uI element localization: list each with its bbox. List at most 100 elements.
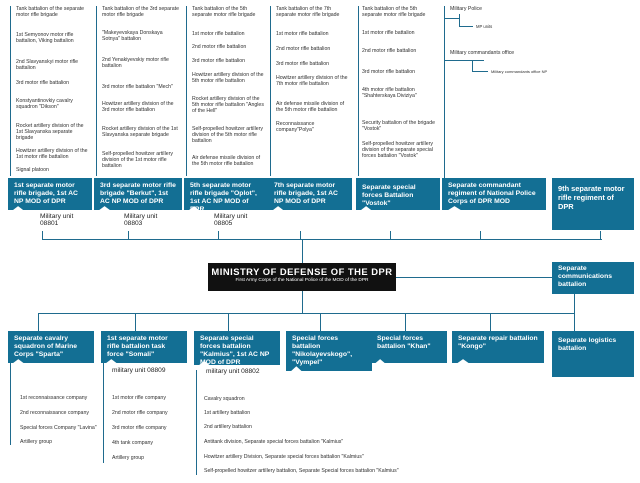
unit-number: Military unit 08805	[214, 213, 248, 227]
ministry-title: MINISTRY OF DEFENSE OF THE DPR	[211, 266, 393, 277]
vympel-box[interactable]: Special forces battalion "Nikolayevskogo…	[286, 331, 372, 371]
somali-item: 1st motor rifle company	[112, 395, 166, 401]
bot-stub-4	[320, 313, 321, 331]
col4-item: Reconnaissance company"Polya"	[276, 121, 315, 133]
commandant-title: Military commandants office	[450, 50, 515, 56]
top-stub-7	[600, 231, 601, 239]
kalmius-item: 1st artillery battalion	[204, 410, 251, 416]
rail-3	[186, 6, 187, 176]
bot-stub-7	[574, 313, 575, 331]
unit-number: Military unit 08801	[40, 213, 74, 227]
unit-number: military unit 08802	[206, 368, 260, 375]
cmd-branch	[444, 60, 484, 61]
col5-item: 2nd motor rifle battalion	[362, 48, 417, 54]
rail-5	[358, 6, 359, 176]
sparta-item: Artillery group	[20, 439, 53, 445]
top-stub-1	[42, 231, 43, 239]
mp-branch	[444, 18, 460, 19]
col1-item: 2nd Slavyanskyi motor rifle battalion	[16, 59, 78, 71]
top-stub-4	[300, 231, 301, 239]
commandant-regiment-box[interactable]: Separate commandant regiment of National…	[442, 178, 546, 210]
col2-item: 3rd motor rifle battalion "Mech"	[102, 84, 173, 90]
battalion-box-vostok[interactable]: Separate special forces Battalion "Vosto…	[356, 178, 440, 210]
kongo-box[interactable]: Separate repair battalion "Kongo"	[452, 331, 544, 363]
comms-stub	[574, 277, 575, 313]
col4-item: 1st motor rifle battalion	[276, 31, 329, 37]
commandant-sub: Military commandants office NP	[491, 69, 548, 74]
sparta-item: 1st reconnaissance company	[20, 395, 88, 401]
brigade-box-1st[interactable]: 1st separate motor rifle brigade, 1st AC…	[8, 178, 92, 210]
kalmius-item: Howitzer artillery Division, Separate sp…	[204, 454, 364, 460]
trunk-top	[302, 239, 303, 263]
somali-item: 2nd motor rifle company	[112, 410, 168, 416]
regiment-9th-box[interactable]: 9th separate motor rifle regiment of DPR	[552, 178, 634, 230]
brigade-box-5th[interactable]: 5th separate motor rifle brigade "Oplot"…	[184, 178, 268, 210]
bot-stub-1	[38, 313, 39, 331]
top-stub-2	[128, 231, 129, 239]
unit-number: Military unit 08803	[124, 213, 158, 227]
col3-item: Howitzer artillery division of the 5th m…	[192, 72, 264, 84]
somali-box[interactable]: 1st separate motor rifle battalion task …	[101, 331, 187, 363]
mp-units: MP units	[476, 24, 493, 29]
rail-4	[270, 6, 271, 176]
col4-item: Howitzer artillery division of the 7th m…	[276, 75, 348, 87]
col3-item: Air defense missile division of the 5th …	[192, 155, 261, 167]
kalmius-item: Antitank division, Separate special forc…	[204, 439, 344, 445]
khan-box[interactable]: Special forces battalion "Khan"	[371, 331, 447, 363]
col3-item: Rocket artillery division of the 5th mot…	[192, 96, 264, 114]
kalmius-item: Self-propelled howitzer artillery battal…	[204, 468, 399, 474]
kalmius-box[interactable]: Separate special forces battalion "Kalmi…	[194, 331, 280, 365]
col4-item: Tank battalion of the 7th separate motor…	[276, 6, 340, 18]
col4-item: Air defense missile division of the 5th …	[276, 101, 345, 113]
right-connector	[396, 277, 574, 278]
col4-item: 3rd motor rifle battalion	[276, 61, 330, 67]
col5-item: Self-propelled howitzer artillery divisi…	[362, 141, 433, 159]
col1-item: Signal platoon	[16, 167, 49, 173]
bot-stub-5	[405, 313, 406, 331]
trunk-bottom	[302, 291, 303, 313]
brail-1	[10, 363, 11, 445]
sparta-box[interactable]: Separate cavalry squadron of Marine Corp…	[8, 331, 94, 363]
bot-stub-2	[135, 313, 136, 331]
col3-item: 2nd motor rifle battalion	[192, 44, 247, 50]
cmd-branch-2	[472, 71, 488, 72]
col5-item: 4th motor rifle battalion "Shahterskaya …	[362, 87, 417, 99]
brigade-box-7th[interactable]: 7th separate motor rifle brigade, 1st AC…	[268, 178, 352, 210]
col4-item: 2nd motor rifle battalion	[276, 46, 331, 52]
col3-item: Self-propelled howitzer artillery divisi…	[192, 126, 263, 144]
sparta-item: Special forces Company "Lavina"	[20, 425, 97, 431]
col5-item: Tank battalion of the 5th separate motor…	[362, 6, 426, 18]
col1-item: Howitzer artillery division of the 1st m…	[16, 148, 88, 160]
col1-item: Konstyantinovkiy cavalry squadron "Dikso…	[16, 98, 73, 110]
col1-item: Tank battalion of the separate motor rif…	[16, 6, 85, 18]
somali-item: 4th tank company	[112, 440, 153, 446]
top-bus-line	[42, 239, 602, 240]
col2-item: 2nd Yenakiyevskiy motor rifle battalion	[102, 57, 169, 69]
brail-2	[103, 363, 104, 463]
rail-2	[96, 6, 97, 176]
brigade-box-3rd[interactable]: 3rd separate motor rifle brigade "Berkut…	[94, 178, 182, 210]
mp-branch-v	[459, 14, 460, 26]
sparta-item: 2nd reconnaissance company	[20, 410, 89, 416]
col2-item: Rocket artillery division of the 1st Sla…	[102, 126, 178, 138]
brail-3	[196, 370, 197, 475]
kalmius-item: 2nd artillery battalion	[204, 424, 252, 430]
col2-item: Tank battalion of the 3rd separate motor…	[102, 6, 179, 18]
col3-item: 3rd motor rifle battalion	[192, 58, 246, 64]
top-stub-3	[218, 231, 219, 239]
somali-item: 3rd motor rifle company	[112, 425, 167, 431]
logistics-box[interactable]: Separate logistics battalion	[552, 331, 634, 377]
bottom-bus-line	[38, 313, 575, 314]
col1-item: 3rd motor rifle battalion	[16, 80, 70, 86]
col2-item: Howitzer artillery division of the 3rd m…	[102, 101, 174, 113]
mp-title: Military Police	[450, 6, 482, 12]
cmd-branch-v	[472, 60, 473, 72]
communications-box[interactable]: Separate communications battalion	[552, 262, 634, 294]
col5-item: Security battalion of the brigade "Vosto…	[362, 120, 435, 132]
unit-number: military unit 08809	[112, 367, 166, 374]
ministry-box[interactable]: MINISTRY OF DEFENSE OF THE DPR First Arm…	[208, 263, 396, 291]
col1-item: 1st Semyonov motor rifle battalion, Viki…	[16, 32, 74, 44]
rail-1	[10, 6, 11, 176]
rail-6	[444, 6, 445, 178]
col3-item: Tank battalion of the 5th separate motor…	[192, 6, 256, 18]
